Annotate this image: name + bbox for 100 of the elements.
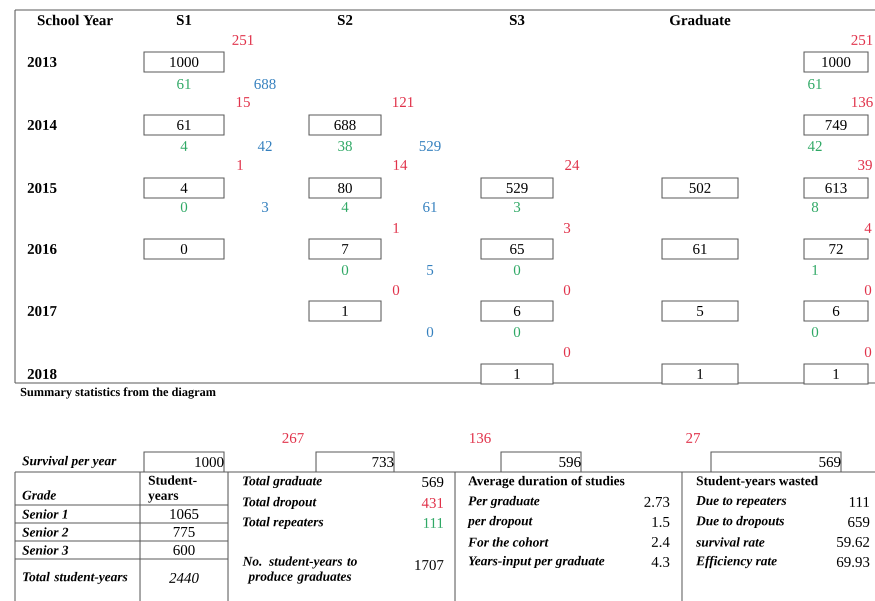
dropout-count: 251 bbox=[232, 34, 254, 45]
count-box: 1000 bbox=[143, 451, 225, 473]
stat-label: Due to dropouts bbox=[696, 516, 784, 528]
dropout-count: 0 bbox=[864, 284, 872, 296]
promotion-count: 0 bbox=[426, 326, 434, 338]
dropout-count: 1 bbox=[394, 223, 399, 233]
stat-label: Total dropout bbox=[243, 496, 317, 510]
dropout-count: 0 bbox=[392, 284, 400, 296]
count-box: 529 bbox=[480, 177, 554, 199]
count-box: 6 bbox=[803, 300, 869, 322]
repeater-count: 111 bbox=[424, 518, 443, 528]
count-box: 7 bbox=[308, 238, 382, 260]
count-box: 1 bbox=[480, 363, 554, 385]
stat-label: survival rate bbox=[696, 537, 764, 547]
dropout-count: 0 bbox=[564, 284, 570, 296]
stat-label: Total graduate bbox=[243, 476, 322, 488]
stat-label: Efficiency rate bbox=[696, 556, 777, 568]
count-box: 61 bbox=[661, 238, 739, 260]
stat-value: 2.73 bbox=[644, 496, 670, 508]
promotion-count: 5 bbox=[427, 265, 434, 275]
column-header: School Year bbox=[38, 14, 113, 26]
stat-label: Total repeaters bbox=[243, 516, 324, 530]
dropout-count: 4 bbox=[864, 223, 872, 233]
stat-value: 1707 bbox=[415, 560, 444, 570]
promotion-count: 3 bbox=[262, 202, 268, 212]
dropout-count: 27 bbox=[686, 433, 700, 443]
stat-label: Survival per year bbox=[22, 456, 116, 468]
section-title: Summary statistics from the diagram bbox=[20, 387, 216, 399]
repeater-count: 61 bbox=[177, 78, 191, 89]
dropout-count: 0 bbox=[864, 346, 872, 358]
dropout-count: 14 bbox=[394, 160, 408, 170]
dropout-count: 0 bbox=[564, 346, 570, 358]
count-box: 5 bbox=[661, 300, 739, 322]
stat-value: 1065 bbox=[170, 508, 198, 520]
count-box: 1 bbox=[803, 363, 869, 385]
count-box: 733 bbox=[315, 451, 395, 473]
count-box: 749 bbox=[803, 114, 869, 136]
count-box: 4 bbox=[143, 177, 225, 199]
dropout-count: 1 bbox=[238, 160, 243, 170]
dropout-count: 15 bbox=[236, 96, 250, 107]
dropout-count: 121 bbox=[393, 97, 414, 107]
row-header: 2013 bbox=[28, 56, 56, 68]
stat-value: 659 bbox=[848, 516, 870, 527]
dropout-count: 136 bbox=[852, 96, 873, 107]
stat-label: Grade bbox=[22, 490, 56, 500]
dropout-count: 136 bbox=[470, 432, 491, 443]
dropout-count: 251 bbox=[851, 34, 872, 45]
stat-value: 111 bbox=[850, 497, 869, 507]
repeater-count: 4 bbox=[342, 202, 349, 212]
column-header: S1 bbox=[176, 14, 192, 25]
column-header: S2 bbox=[338, 14, 352, 25]
stat-label: Senior 3 bbox=[22, 545, 68, 555]
stat-label: per dropout bbox=[467, 516, 533, 528]
count-box: 613 bbox=[803, 177, 869, 199]
stat-value: 59.62 bbox=[837, 536, 870, 548]
count-box: 1 bbox=[661, 363, 739, 385]
column-header: S3 bbox=[510, 14, 524, 25]
stat-label: For the cohort bbox=[468, 537, 549, 547]
stat-label: Per graduate bbox=[468, 496, 540, 508]
stat-label: Due to repeaters bbox=[696, 496, 786, 508]
repeater-count: 0 bbox=[812, 326, 818, 338]
repeater-count: 8 bbox=[812, 202, 818, 212]
repeater-count: 1 bbox=[812, 265, 818, 275]
count-box: 502 bbox=[661, 177, 739, 199]
count-box: 1 bbox=[308, 300, 382, 322]
repeater-count: 0 bbox=[514, 264, 520, 276]
repeater-count: 0 bbox=[514, 326, 520, 338]
count-box: 596 bbox=[500, 451, 582, 473]
repeater-count: 42 bbox=[808, 141, 822, 151]
stat-label: Senior 1 bbox=[22, 509, 68, 519]
repeater-count: 38 bbox=[338, 140, 352, 152]
stat-value: 2.4 bbox=[652, 536, 670, 548]
promotion-count: 688 bbox=[254, 78, 276, 90]
stat-value: 69.93 bbox=[836, 556, 870, 568]
promotion-count: 529 bbox=[420, 140, 441, 151]
count-box: 65 bbox=[480, 238, 554, 260]
count-box: 72 bbox=[803, 238, 869, 260]
repeater-count: 4 bbox=[180, 141, 188, 151]
promotion-count: 61 bbox=[423, 202, 437, 212]
stat-value: 1.5 bbox=[652, 516, 670, 528]
count-box: 0 bbox=[143, 238, 225, 260]
repeater-count: 3 bbox=[514, 202, 520, 212]
row-header: 2015 bbox=[28, 182, 56, 194]
stat-label: Total student-years bbox=[23, 572, 128, 584]
repeater-count: 0 bbox=[180, 202, 188, 212]
count-box: 1000 bbox=[803, 51, 869, 73]
repeater-count: 0 bbox=[342, 264, 348, 276]
count-box: 80 bbox=[308, 177, 382, 199]
stat-label: No. student-years to produce graduates bbox=[242, 556, 357, 584]
count-box: 6 bbox=[480, 300, 554, 322]
promotion-count: 42 bbox=[258, 141, 272, 151]
dropout-count: 267 bbox=[282, 432, 304, 443]
stat-label: Years-input per graduate bbox=[468, 556, 604, 568]
stat-value: 4.3 bbox=[652, 556, 670, 568]
count-box: 569 bbox=[710, 451, 842, 473]
stat-value: 2440 bbox=[169, 572, 199, 584]
row-header: 2018 bbox=[28, 368, 56, 380]
repeater-count: 61 bbox=[808, 78, 822, 89]
stat-value: 569 bbox=[422, 476, 444, 487]
row-header: 2017 bbox=[28, 306, 57, 316]
